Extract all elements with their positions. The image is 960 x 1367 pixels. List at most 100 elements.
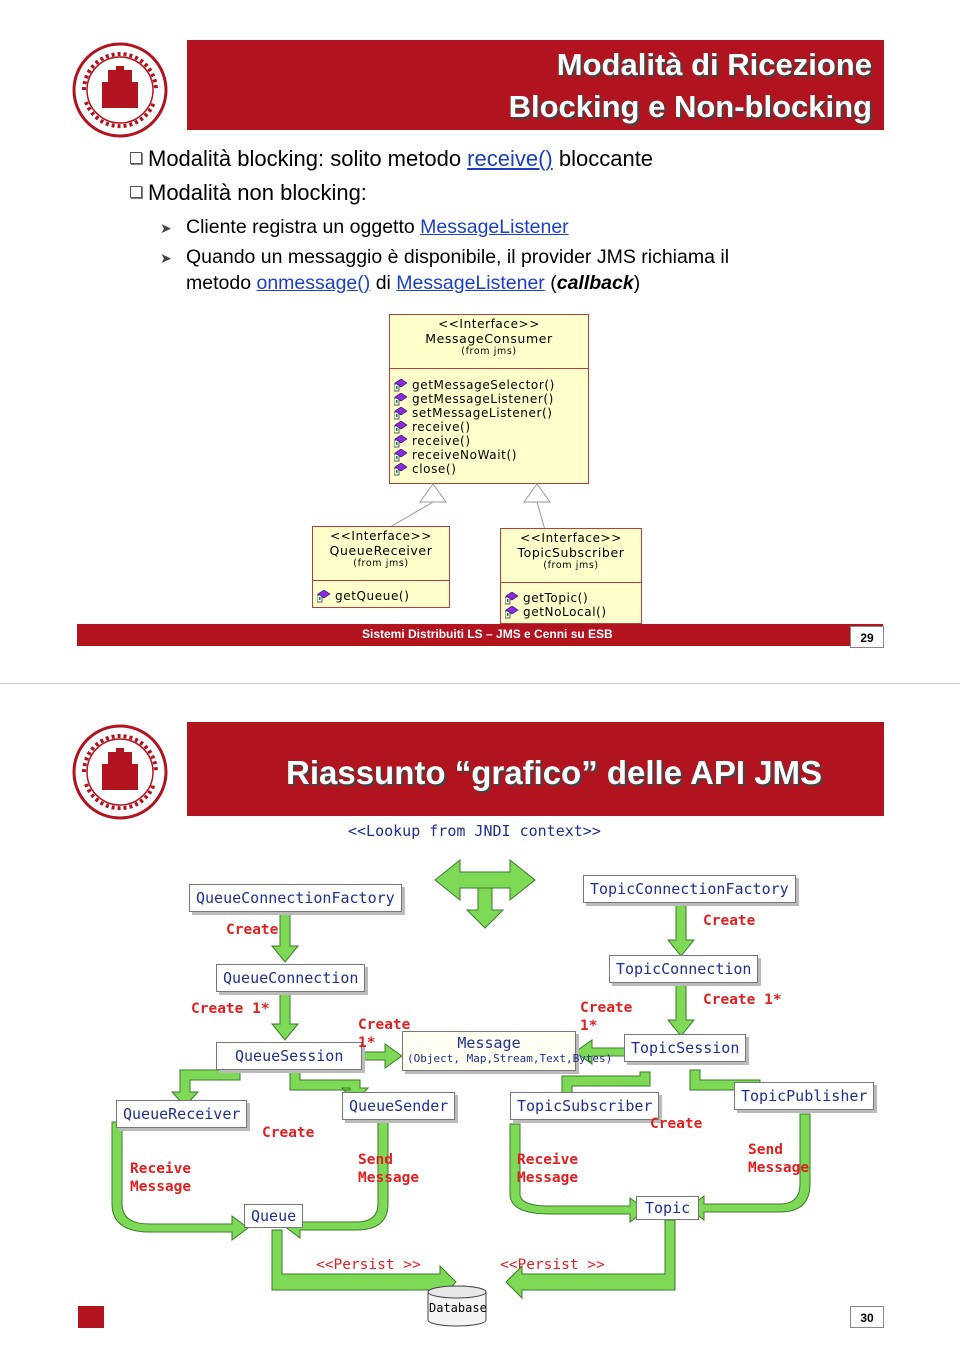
title-bar (187, 40, 884, 130)
message-types: (Object, Map,Stream,Text,Bytes) (407, 1052, 613, 1065)
operation: getMessageSelector() (393, 378, 588, 392)
stereotype: <<Interface>> (520, 531, 622, 545)
operation: receive() (393, 434, 588, 448)
sub-bullet-register: ➤ Cliente registra un oggetto MessageList… (160, 216, 569, 239)
operation: receiveNoWait() (393, 448, 588, 462)
messagelistener-link-2[interactable]: MessageListener (396, 272, 545, 294)
title-bar (187, 722, 884, 816)
topic-subscriber-box: TopicSubscriber (510, 1092, 660, 1120)
topic-publisher-box: TopicPublisher (734, 1082, 875, 1110)
operation: getNoLocal() (504, 605, 641, 619)
operation: getMessageListener() (393, 392, 588, 406)
method-icon (393, 406, 408, 420)
page-number: 29 (860, 631, 874, 645)
create-label: Create 1* (703, 992, 782, 1008)
footer-bar: Sistemi Distribuiti LS – JMS e Cenni su … (77, 624, 883, 646)
queue-box: Queue (244, 1204, 304, 1228)
topic-connection-factory-box: TopicConnectionFactory (583, 875, 796, 903)
operations-list: getTopic() getNoLocal() (501, 583, 641, 619)
arrow-bullet-icon: ➤ (160, 250, 172, 266)
bullet-text: Modalità non blocking: (148, 180, 367, 205)
bullet-text-end: bloccante (552, 146, 654, 171)
queue-connection-factory-box: QueueConnectionFactory (189, 884, 402, 912)
method-icon (393, 392, 408, 406)
university-seal-logo (72, 724, 168, 820)
footer-square (78, 1306, 104, 1328)
slide-divider (0, 683, 960, 684)
uml-queuereceiver: <<Interface>> QueueReceiver (from jms) g… (312, 526, 450, 608)
text: metodo (186, 272, 257, 294)
text: di (370, 272, 397, 294)
database-icon (427, 1285, 487, 1327)
operation: getQueue() (316, 589, 449, 603)
page-number: 30 (860, 1311, 874, 1325)
messagelistener-link[interactable]: MessageListener (420, 216, 569, 238)
onmessage-link[interactable]: onmessage() (256, 272, 371, 294)
topic-connection-box: TopicConnection (609, 955, 759, 983)
text: ( (544, 272, 557, 294)
persist-label: <<Persist >> (500, 1257, 605, 1273)
slide-title-line2: Blocking e Non-blocking (508, 89, 872, 124)
operations-list: getQueue() (313, 581, 449, 603)
topic-box: Topic (636, 1196, 700, 1220)
square-bullet-icon (130, 186, 142, 198)
square-bullet-icon (130, 152, 142, 164)
persist-label: <<Persist >> (316, 1257, 421, 1273)
receive-link[interactable]: receive() (467, 146, 553, 171)
message-title: Message (457, 1034, 521, 1052)
operation: receive() (393, 420, 588, 434)
create-label: Create (226, 922, 279, 938)
uml-messageconsumer: <<Interface>> MessageConsumer (from jms)… (389, 314, 589, 484)
queue-receiver-box: QueueReceiver (116, 1100, 248, 1128)
bullet-nonblocking: Modalità non blocking: (130, 180, 367, 206)
callback-text: callback (556, 272, 634, 294)
text: ) (633, 272, 641, 294)
topic-session-box: TopicSession (624, 1034, 747, 1062)
lookup-label: <<Lookup from JNDI context>> (348, 822, 601, 840)
bullet-blocking: Modalità blocking: solito metodo receive… (130, 146, 653, 172)
method-icon (504, 591, 519, 605)
method-icon (393, 434, 408, 448)
queue-connection-box: QueueConnection (216, 964, 366, 992)
queue-session-box: QueueSession (216, 1042, 363, 1070)
create-label: Create (262, 1125, 315, 1141)
sub-bullet-text: Cliente registra un oggetto (186, 216, 421, 238)
operation: close() (393, 462, 588, 476)
create-label: Create (650, 1116, 703, 1132)
operations-list: getMessageSelector() getMessageListener(… (390, 369, 588, 476)
package: (from jms) (353, 558, 409, 569)
queue-sender-box: QueueSender (342, 1092, 456, 1120)
method-icon (504, 605, 519, 619)
create-label: Create 1* (191, 1001, 270, 1017)
sub-bullet-callback-line2: metodo onmessage() di MessageListener (c… (186, 272, 640, 295)
arrow-bullet-icon: ➤ (160, 220, 172, 236)
university-seal-logo (72, 42, 168, 138)
method-icon (393, 378, 408, 392)
package: (from jms) (543, 560, 599, 571)
flow-arrows (111, 858, 811, 1300)
slide-29: Modalità di Ricezione Blocking e Non-blo… (0, 0, 960, 680)
slide-30: Riassunto “grafico” delle API JMS <<Look… (0, 684, 960, 1367)
sub-bullet-callback: ➤ Quando un messaggio è disponibile, il p… (160, 246, 729, 269)
method-icon (316, 589, 331, 603)
class-name: TopicSubscriber (517, 545, 625, 560)
method-icon (393, 420, 408, 434)
stereotype: <<Interface>> (330, 529, 432, 543)
footer-text: Sistemi Distribuiti LS – JMS e Cenni su … (362, 627, 613, 641)
operation: setMessageListener() (393, 406, 588, 420)
stereotype: <<Interface>> (438, 317, 540, 331)
slide-title: Riassunto “grafico” delle API JMS (286, 754, 823, 791)
page-number-box: 30 (850, 1306, 884, 1328)
class-name: MessageConsumer (425, 331, 553, 346)
method-icon (393, 448, 408, 462)
database-label: Database (429, 1301, 487, 1315)
sub-bullet-text: Quando un messaggio è disponibile, il pr… (186, 246, 730, 268)
method-icon (393, 462, 408, 476)
message-box: Message (Object, Map,Stream,Text,Bytes) (402, 1031, 613, 1071)
